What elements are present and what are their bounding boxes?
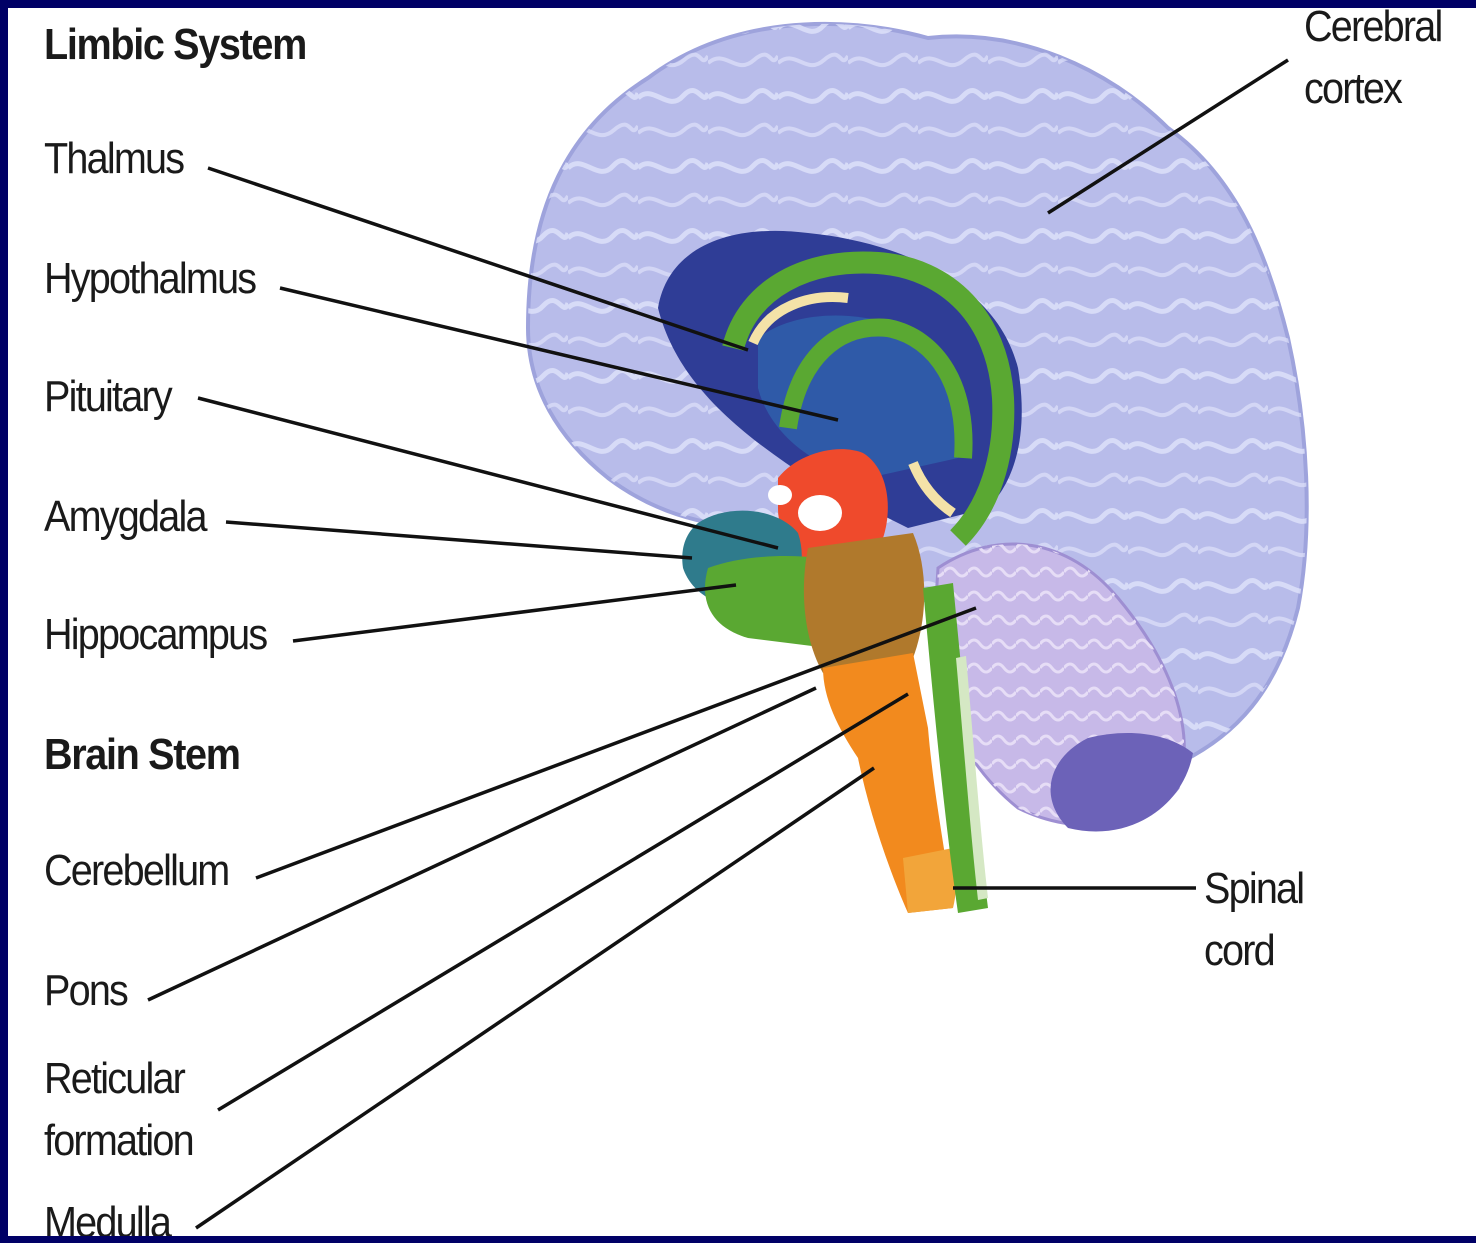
label-reticular-line1: Reticular (44, 1054, 184, 1104)
label-hypothalmus: Hypothalmus (44, 254, 255, 304)
pons-shape (804, 533, 924, 673)
brain-stem-heading: Brain Stem (44, 730, 240, 780)
label-cortex-line2: cortex (1304, 64, 1401, 114)
leader-hippocampus (293, 585, 736, 641)
limbic-system-heading: Limbic System (44, 20, 306, 70)
leader-reticular (218, 694, 908, 1110)
leader-medulla (196, 768, 874, 1228)
leader-amygdala (226, 522, 692, 558)
label-pons: Pons (44, 966, 127, 1016)
label-spinal-line2: cord (1204, 926, 1274, 976)
label-thalmus: Thalmus (44, 134, 183, 184)
leader-pons (148, 688, 816, 1000)
label-medulla: Medulla (44, 1198, 170, 1236)
label-hippocampus: Hippocampus (44, 610, 266, 660)
label-cortex-line1: Cerebral (1304, 8, 1441, 52)
label-cerebellum: Cerebellum (44, 846, 228, 896)
diagram-frame: Limbic System Thalmus Hypothalmus Pituit… (8, 8, 1476, 1236)
label-pituitary: Pituitary (44, 372, 171, 422)
label-reticular-line2: formation (44, 1116, 193, 1166)
label-spinal-line1: Spinal (1204, 864, 1303, 914)
label-amygdala: Amygdala (44, 492, 206, 542)
